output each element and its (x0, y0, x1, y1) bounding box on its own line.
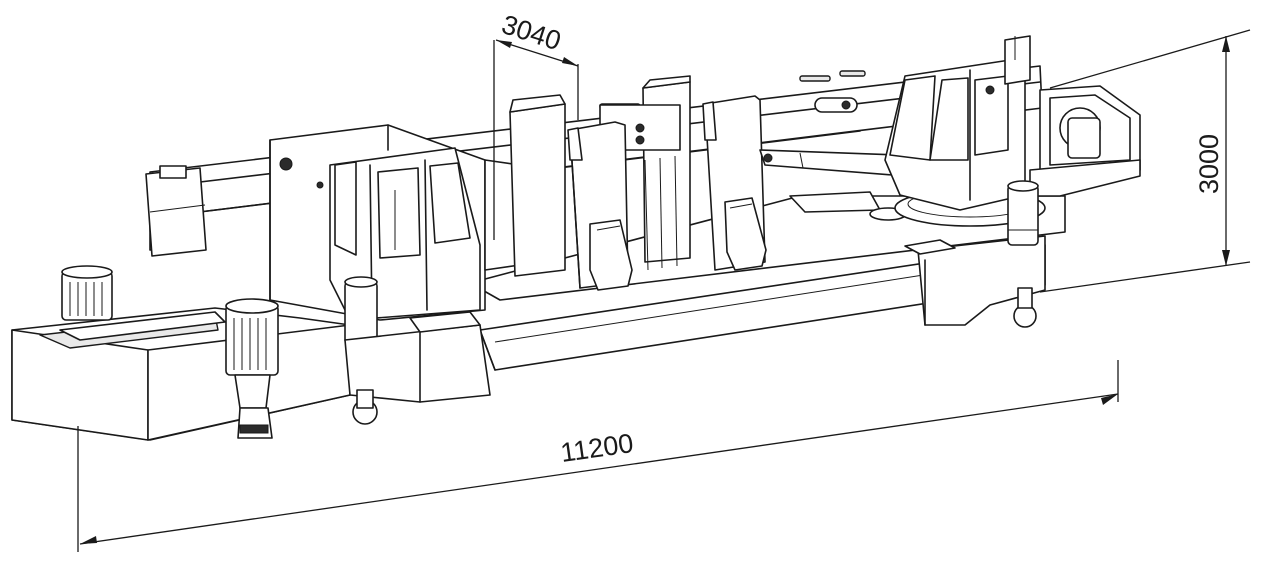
motor-fins-front (233, 318, 267, 370)
dim-length-label: 11200 (559, 428, 636, 468)
dim-column-spacing-label: 3040 (498, 9, 564, 56)
motor-fins-left (69, 282, 103, 316)
dimension-lines (77, 29, 1251, 552)
right-cab-unit (759, 35, 1141, 227)
left-bogie (344, 276, 491, 425)
dim-height-label: 3000 (1194, 134, 1224, 194)
left-box (11, 265, 351, 441)
central-columns (509, 75, 767, 291)
main-beam (479, 180, 1046, 371)
